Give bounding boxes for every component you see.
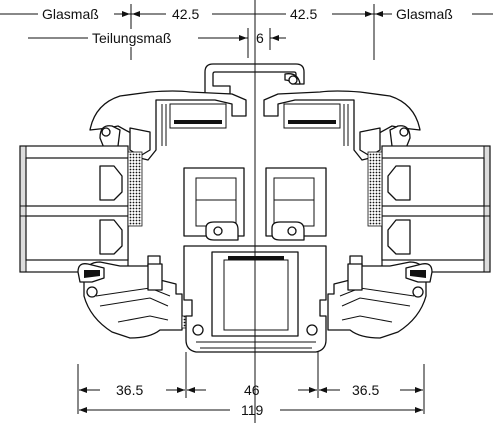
left-lower-profile xyxy=(77,255,193,339)
top-cover-clip xyxy=(204,63,305,95)
left-sash-profile xyxy=(89,90,247,161)
half-pitch-right: 42.5 xyxy=(290,6,317,22)
right-glass-unit xyxy=(367,145,491,273)
glass-dimension-left: Glasmaß xyxy=(42,6,99,22)
frame-width-right: 36.5 xyxy=(352,382,379,398)
right-lower-profile xyxy=(327,255,433,339)
left-glass-unit xyxy=(19,145,143,273)
gap-label: 6 xyxy=(256,30,264,46)
frame-width-left: 36.5 xyxy=(116,382,143,398)
overall-width: 119 xyxy=(241,402,264,418)
bottom-dimension-lines xyxy=(77,352,425,414)
pitch-dimension-line xyxy=(28,28,286,58)
right-sash-profile xyxy=(263,90,421,161)
pitch-label: Teilungsmaß xyxy=(92,30,171,46)
glass-dimension-right: Glasmaß xyxy=(396,6,453,22)
mullion-width: 46 xyxy=(244,382,260,398)
half-pitch-left: 42.5 xyxy=(172,6,199,22)
